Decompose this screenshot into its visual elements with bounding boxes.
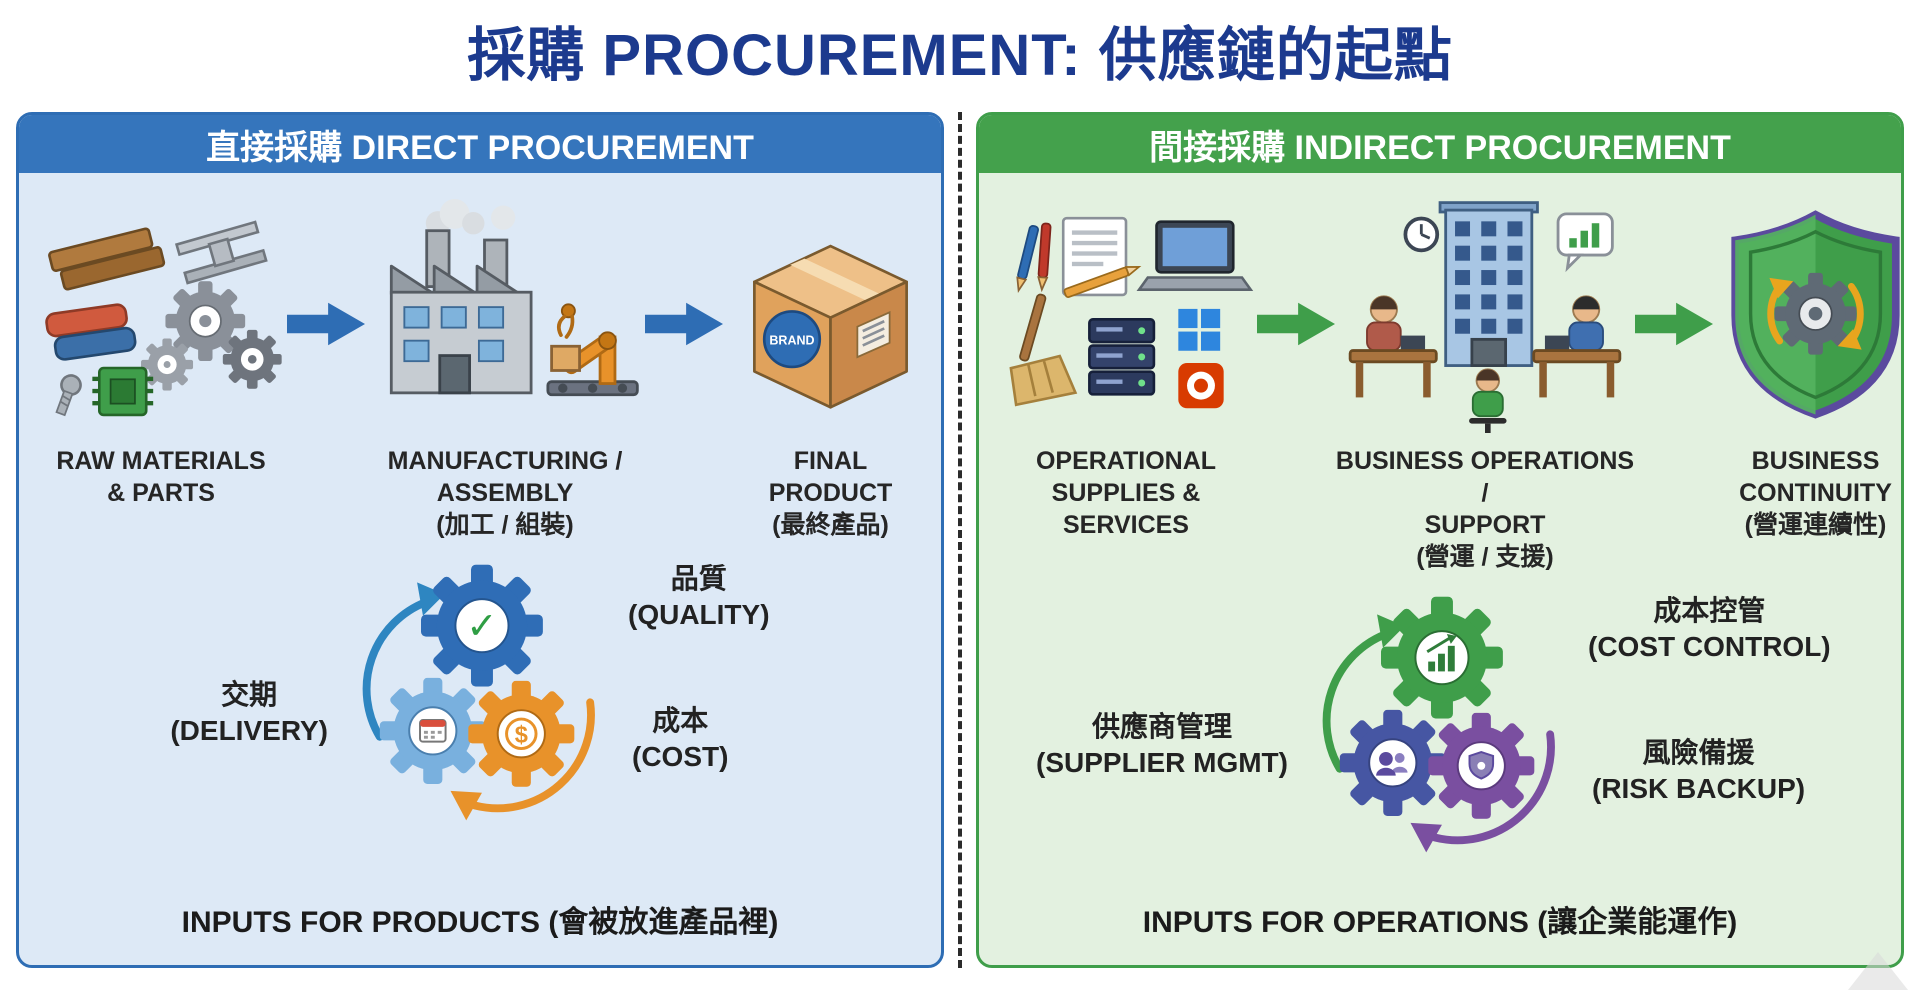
direct-cycle: ✓ $ 品質 (Q: [19, 545, 941, 857]
broom-icon: [1009, 293, 1078, 407]
mini-shield-icon: [1468, 750, 1495, 780]
flow-arrow-icon: [645, 299, 723, 354]
step-label-business-continuity: BUSINESS CONTINUITY (營運連續性): [1739, 447, 1892, 539]
cost-control-label: 成本控管 (COST CONTROL): [1588, 595, 1831, 663]
office-supplies-icon: [995, 195, 1257, 435]
dollar-icon: $: [515, 723, 528, 749]
step-label-final-product: FINAL PRODUCT (最終產品): [768, 447, 893, 539]
office-logo-icon: [1178, 362, 1224, 409]
indirect-cycle: 成本控管 (COST CONTROL) 供應商管理 (SUPPLIER MGMT…: [979, 577, 1901, 889]
flow-arrow-icon: [287, 299, 365, 354]
step-label-operational-supplies: OPERATIONAL SUPPLIES & SERVICES: [1035, 447, 1217, 539]
cost-label: 成本 (COST): [632, 705, 729, 773]
cost-supplier-risk-gears-icon: [1300, 577, 1580, 877]
quality-label: 品質 (QUALITY): [628, 563, 770, 631]
shield-gear-icon: [1713, 195, 1901, 435]
indirect-panel-header: 間接採購 INDIRECT PROCUREMENT: [979, 115, 1901, 173]
raw-materials-icon: [35, 195, 287, 435]
direct-flow: RAW MATERIALS & PARTS: [19, 173, 941, 541]
worker-right: [1532, 295, 1622, 398]
steel-beam-icon: [174, 220, 268, 285]
step-label-raw-materials: RAW MATERIALS & PARTS: [56, 447, 266, 507]
fabric-icon: [45, 303, 137, 361]
worker-left: [1348, 295, 1438, 398]
delivery-label: 交期 (DELIVERY): [170, 679, 328, 747]
indirect-footer: INPUTS FOR OPERATIONS (讓企業能運作): [1142, 906, 1738, 939]
building-windows: [1455, 221, 1523, 334]
direct-panel-header: 直接採購 DIRECT PROCUREMENT: [19, 115, 941, 173]
indirect-procurement-panel: 間接採購 INDIRECT PROCUREMENT: [976, 112, 1904, 968]
laptop-icon: [1136, 220, 1254, 292]
indirect-flow: OPERATIONAL SUPPLIES & SERVICES: [979, 173, 1901, 573]
robotic-arm-icon: [546, 302, 639, 396]
worker-front: [1469, 368, 1507, 433]
indirect-panel-title: 間接採購 INDIRECT PROCUREMENT: [1149, 128, 1731, 167]
people-icon: [1376, 752, 1408, 776]
server-icon: [1088, 318, 1156, 396]
flow-step-manufacturing: MANUFACTURING / ASSEMBLY (加工 / 組裝): [365, 195, 645, 541]
flow-step-final-product: BRAND FINAL PRODUCT (最終產品): [723, 195, 938, 541]
bolt-icon: [55, 374, 82, 417]
panels-container: 直接採購 DIRECT PROCUREMENT: [0, 112, 1920, 968]
clock-icon: [1403, 216, 1440, 253]
chart-icon: [1426, 634, 1457, 672]
risk-backup-label: 風險備援 (RISK BACKUP): [1592, 737, 1806, 805]
product-box-icon: BRAND: [723, 195, 938, 435]
supplier-mgmt-label: 供應商管理 (SUPPLIER MGMT): [1036, 711, 1288, 779]
shipping-label-icon: [856, 310, 891, 359]
watermark-triangle: [1848, 952, 1908, 990]
document-icon: [1061, 216, 1142, 299]
brand-badge: [762, 310, 822, 369]
panel-divider: [958, 112, 962, 968]
direct-footer: INPUTS FOR PRODUCTS (會被放進產品裡): [181, 906, 779, 939]
check-icon: ✓: [466, 604, 497, 646]
windows-logo-icon: [1178, 308, 1221, 351]
chip-icon: [92, 366, 154, 417]
page-title: 採購 PROCUREMENT: 供應鏈的起點: [467, 23, 1453, 88]
quality-delivery-cost-gears-icon: ✓ $: [340, 545, 620, 845]
direct-panel-title: 直接採購 DIRECT PROCUREMENT: [206, 128, 754, 167]
factory-icon: [365, 195, 645, 435]
calendar-icon: [419, 719, 447, 743]
wood-planks-icon: [48, 227, 166, 291]
step-label-business-operations: BUSINESS OPERATIONS / SUPPORT (營運 / 支援): [1335, 447, 1635, 571]
flow-step-business-continuity: BUSINESS CONTINUITY (營運連續性): [1713, 195, 1901, 541]
flow-step-operational-supplies: OPERATIONAL SUPPLIES & SERVICES: [995, 195, 1257, 541]
office-building-icon: [1335, 195, 1635, 435]
flow-arrow-icon: [1635, 299, 1713, 354]
flow-arrow-icon: [1257, 299, 1335, 354]
flow-step-raw-materials: RAW MATERIALS & PARTS: [35, 195, 287, 509]
direct-procurement-panel: 直接採購 DIRECT PROCUREMENT: [16, 112, 944, 968]
step-label-manufacturing: MANUFACTURING / ASSEMBLY (加工 / 組裝): [387, 447, 623, 539]
flow-step-business-operations: BUSINESS OPERATIONS / SUPPORT (營運 / 支援): [1335, 195, 1635, 573]
pens-icon: [1016, 222, 1052, 293]
brand-label: BRAND: [769, 334, 814, 348]
chart-bubble-icon: [1556, 212, 1614, 273]
